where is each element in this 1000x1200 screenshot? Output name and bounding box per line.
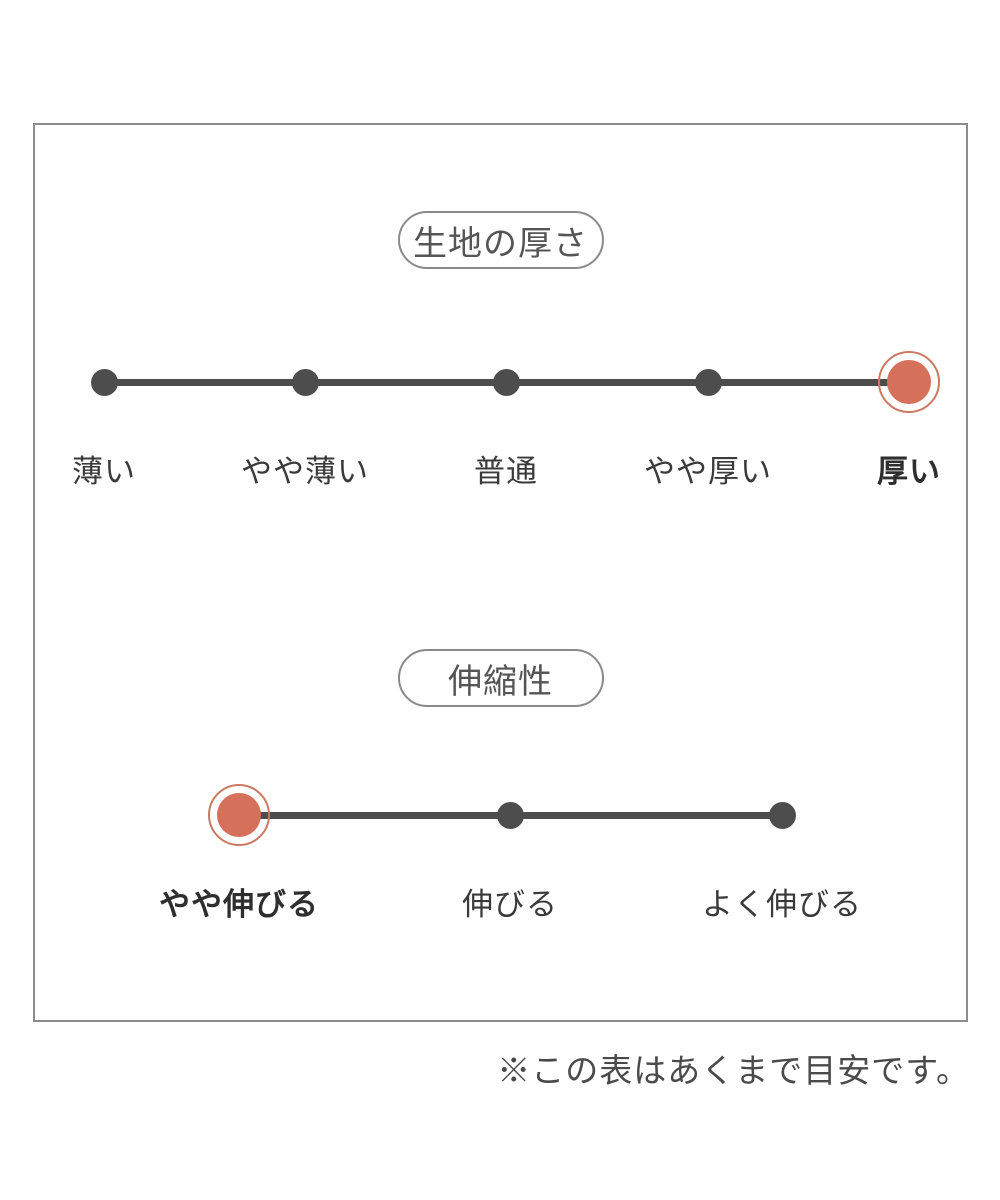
thickness-title: 生地の厚さ xyxy=(413,224,588,263)
stretch-title: 伸縮性 xyxy=(448,662,553,701)
scale-label: やや薄い xyxy=(241,454,369,489)
scale-dot xyxy=(768,802,796,829)
scale-label-selected: やや伸びる xyxy=(159,887,319,922)
disclaimer-note: ※この表はあくまで目安です。 xyxy=(497,1052,970,1089)
selection-ring xyxy=(878,351,940,413)
scale-dot xyxy=(492,369,520,396)
scale-dot xyxy=(291,369,319,396)
scale-label: よく伸びる xyxy=(702,887,862,922)
guide-box: 生地の厚さ 薄い やや薄い 普通 やや厚い 厚い 伸縮性 xyxy=(33,123,968,1022)
scale-dot xyxy=(694,369,722,396)
scale-dot xyxy=(90,369,118,396)
selected-scale-dot xyxy=(887,360,931,404)
selection-ring xyxy=(208,784,270,846)
scale-label: 伸びる xyxy=(462,887,558,922)
scale-label-selected: 厚い xyxy=(877,454,941,489)
scale-label: 普通 xyxy=(474,454,538,489)
stretch-title-pill: 伸縮性 xyxy=(397,649,604,707)
scale-label: 薄い xyxy=(72,454,136,489)
selected-scale-dot xyxy=(217,793,261,837)
scale-dot xyxy=(496,802,524,829)
thickness-title-pill: 生地の厚さ xyxy=(397,211,604,269)
scale-label: やや厚い xyxy=(644,454,772,489)
